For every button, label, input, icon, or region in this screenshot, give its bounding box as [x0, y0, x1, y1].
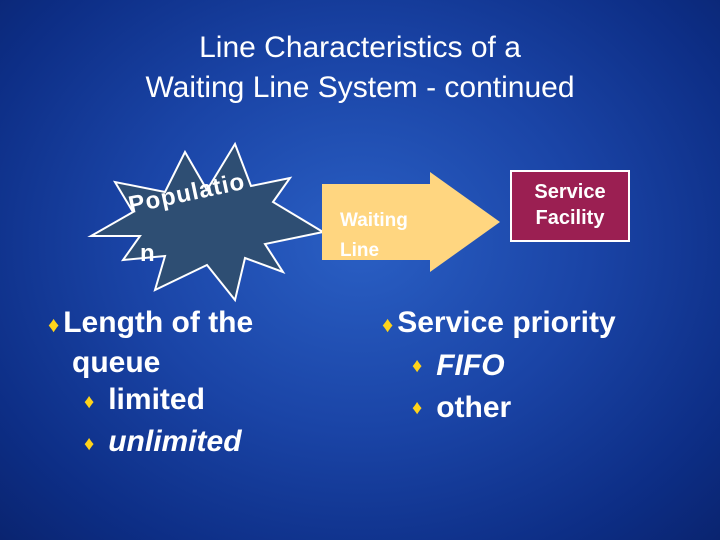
queue-length-item-unlimited: unlimited — [108, 425, 242, 458]
service-facility-label-line-1: Service — [534, 181, 606, 203]
waiting-line-label: Waiting Line — [340, 206, 408, 266]
waiting-line-label-line-1: Waiting — [340, 210, 408, 231]
diamond-bullet-icon: ♦ — [48, 312, 60, 337]
service-facility-label-line-2: Facility — [535, 207, 605, 229]
diamond-bullet-icon: ♦ — [84, 391, 95, 413]
list-item: ♦ FIFO — [382, 345, 616, 387]
diamond-bullet-icon: ♦ — [412, 397, 423, 419]
service-facility-box: Service Facility — [510, 170, 630, 242]
list-item: ♦ other — [382, 387, 616, 429]
slide-title: Line Characteristics of a Waiting Line S… — [0, 28, 720, 108]
population-starburst-shape — [87, 141, 325, 303]
waiting-line-arrow-shape — [322, 172, 500, 272]
list-item: ♦ limited — [48, 381, 253, 423]
service-priority-list: ♦ Service priority ♦ FIFO ♦ other — [382, 305, 616, 429]
service-priority-item-fifo: FIFO — [436, 349, 505, 382]
service-priority-item-other: other — [436, 391, 512, 424]
diamond-bullet-icon: ♦ — [412, 355, 423, 377]
service-priority-heading: ♦ Service priority — [382, 305, 616, 345]
queue-length-list: ♦ Length of the queue ♦ limited ♦ unlimi… — [48, 305, 253, 465]
service-priority-heading-text: Service priority — [397, 306, 616, 339]
slide-title-line-2: Waiting Line System - continued — [145, 71, 575, 104]
diamond-bullet-icon: ♦ — [382, 312, 394, 337]
queue-length-heading-line-1: Length of the — [63, 306, 254, 339]
queue-length-item-limited: limited — [108, 383, 205, 416]
queue-length-heading-line-2: queue — [72, 346, 161, 379]
waiting-line-arrow — [322, 172, 500, 272]
slide-title-line-1: Line Characteristics of a — [199, 31, 521, 64]
diamond-bullet-icon: ♦ — [84, 433, 95, 455]
waiting-line-label-line-2: Line — [340, 240, 380, 261]
list-item: ♦ unlimited — [48, 423, 253, 465]
population-starburst — [87, 141, 325, 303]
population-label-line-2: n — [140, 240, 156, 267]
queue-length-heading: ♦ Length of the — [48, 305, 253, 345]
